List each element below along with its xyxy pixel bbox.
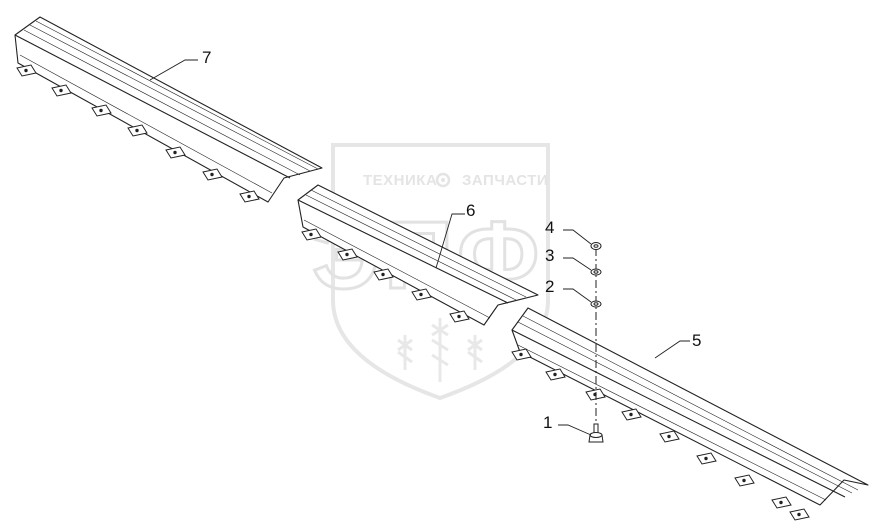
wheat-ears-icon xyxy=(397,318,483,382)
callout-3: 3 xyxy=(545,246,554,265)
leader-7 xyxy=(149,59,198,81)
part-2-washer xyxy=(590,300,602,308)
leader-5 xyxy=(654,340,690,359)
part-4-nut xyxy=(590,242,602,250)
part-3-washer xyxy=(590,268,602,276)
callout-5: 5 xyxy=(692,331,701,350)
part-5-shield xyxy=(511,307,869,506)
leader-1 xyxy=(558,424,592,436)
watermark-right-word: ЗАПЧАСТИ xyxy=(462,172,548,189)
callout-4: 4 xyxy=(545,218,554,237)
part-6-shield xyxy=(297,184,539,326)
watermark-left-word: ТЕХНИКА xyxy=(363,172,437,189)
leader-6 xyxy=(435,213,465,269)
leader-lines xyxy=(149,59,690,436)
leader-4 xyxy=(563,229,592,245)
part-1-bolt xyxy=(588,423,604,443)
leader-3 xyxy=(563,257,592,271)
part-5-mounting-tabs xyxy=(511,348,810,521)
callout-1: 1 xyxy=(543,413,552,432)
leader-2 xyxy=(563,288,592,303)
part-6-mounting-tabs xyxy=(301,228,470,323)
gear-icon xyxy=(435,172,451,188)
part-7-mounting-tabs xyxy=(16,64,260,203)
callout-7: 7 xyxy=(202,48,211,67)
callout-2: 2 xyxy=(545,277,554,296)
part-7-shield xyxy=(14,16,323,203)
callout-labels: 7 6 4 3 2 5 1 xyxy=(202,48,701,432)
callout-6: 6 xyxy=(466,201,475,220)
